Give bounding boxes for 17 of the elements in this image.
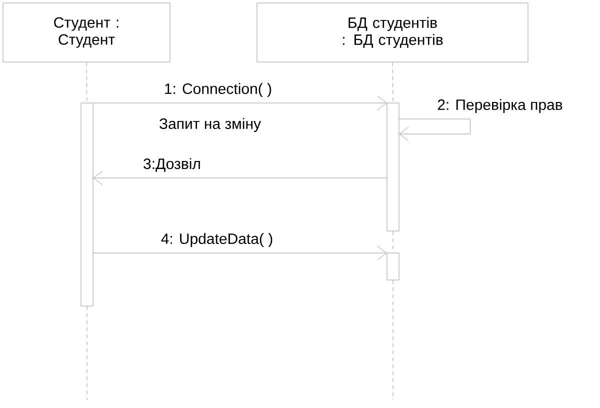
message-arrow — [93, 170, 387, 186]
message-label: 2: Перевірка прав — [436, 98, 564, 114]
message-arrow — [399, 118, 470, 142]
activation-bar — [386, 102, 400, 232]
activation-bar — [80, 102, 94, 306]
message-label: 3:Дозвіл — [142, 157, 202, 173]
message-arrow — [93, 96, 387, 110]
lifeline — [86, 62, 88, 103]
object-box: БД студентів : БД студентів — [256, 2, 528, 62]
object-box: Студент : Студент — [2, 2, 170, 62]
lifeline — [392, 62, 394, 103]
activation-bar — [386, 252, 400, 280]
lifeline — [392, 231, 394, 253]
note-text: Запит на зміну — [159, 118, 261, 132]
message-arrow — [93, 246, 387, 260]
message-label: 1: Connection( ) — [162, 82, 274, 98]
message-label: 4: UpdateData( ) — [160, 232, 274, 248]
